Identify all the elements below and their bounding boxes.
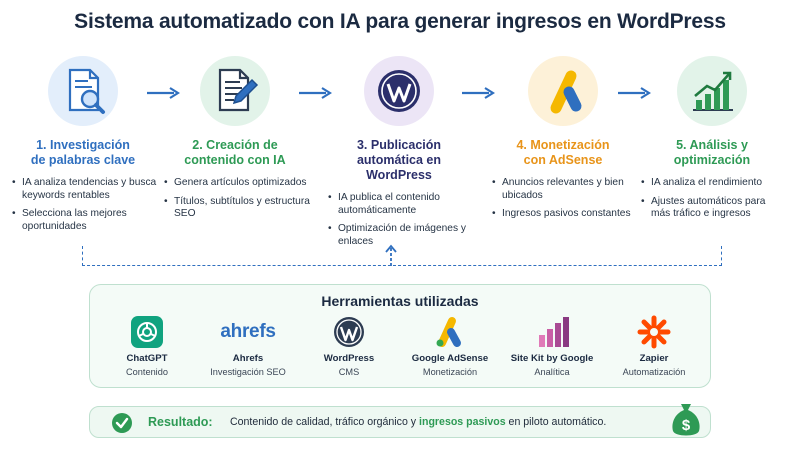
- growth-chart-icon: [693, 71, 733, 111]
- tools-panel: Herramientas utilizadas ChatGPT Contenid…: [89, 284, 711, 388]
- wordpress-icon: [378, 70, 420, 112]
- step-bullets: IA publica el contenido automáticamente …: [324, 192, 474, 248]
- step-bullets: IA analiza tendencias y busca keywords r…: [8, 177, 158, 233]
- step-wordpress-publishing: 3. Publicación automática en WordPress I…: [324, 56, 474, 254]
- result-text: Contenido de calidad, tráfico orgánico y…: [230, 416, 607, 428]
- step-analysis-optimization: 5. Análisis y optimización IA analiza el…: [637, 56, 787, 227]
- list-item: Genera artículos optimizados: [164, 177, 310, 190]
- tool-name: Site Kit by Google: [510, 353, 594, 364]
- ahrefs-logo: ahrefs: [220, 321, 276, 342]
- zapier-icon: [637, 315, 671, 349]
- step-circle: [677, 56, 747, 126]
- chatgpt-icon: [131, 316, 163, 348]
- tools-title: Herramientas utilizadas: [321, 293, 479, 309]
- step-title: 1. Investigación de palabras clave: [30, 138, 136, 167]
- svg-text:$: $: [682, 417, 691, 434]
- arrow-up-icon: [385, 244, 397, 266]
- feedback-loop-line: [82, 246, 722, 266]
- result-label: Resultado:: [148, 415, 213, 429]
- tool-desc: Monetización: [422, 367, 478, 377]
- step-circle: [364, 56, 434, 126]
- tool-name: ChatGPT: [126, 353, 168, 364]
- adsense-icon: [436, 317, 461, 347]
- tool-chatgpt: ChatGPT Contenido: [95, 315, 199, 377]
- tool-name: Zapier: [639, 353, 669, 364]
- step-bullets: Anuncios relevantes y bien ubicados Ingr…: [488, 177, 638, 221]
- money-bag-icon: $: [672, 404, 700, 436]
- step-title: 2. Creación de contenido con IA: [184, 138, 286, 167]
- adsense-icon: [550, 70, 582, 114]
- search-document-icon: [68, 68, 105, 114]
- tool-desc: Investigación SEO: [210, 367, 286, 377]
- step-adsense-monetization: 4. Monetización con AdSense Anuncios rel…: [488, 56, 638, 227]
- wordpress-icon: [334, 317, 364, 347]
- tool-ahrefs: ahrefs Ahrefs Investigación SEO: [196, 315, 300, 377]
- list-item: Selecciona las mejores oportunidades: [12, 208, 158, 233]
- step-bullets: IA analiza el rendimiento Ajustes automá…: [637, 177, 787, 221]
- tool-desc: CMS: [338, 367, 360, 377]
- tool-google-adsense: Google AdSense Monetización: [398, 315, 502, 377]
- tool-zapier: Zapier Automatización: [602, 315, 706, 377]
- step-circle: [48, 56, 118, 126]
- result-highlight: ingresos pasivos: [419, 416, 506, 428]
- list-item: IA analiza tendencias y busca keywords r…: [12, 177, 158, 202]
- document-pen-icon: [218, 68, 259, 112]
- arrow-right-icon: [618, 87, 651, 99]
- arrow-right-icon: [147, 87, 180, 99]
- list-item: Ingresos pasivos constantes: [492, 208, 638, 221]
- page-title: Sistema automatizado con IA para generar…: [74, 10, 726, 33]
- tool-name: Ahrefs: [232, 353, 264, 364]
- step-circle: [528, 56, 598, 126]
- list-item: Optimización de imágenes y enlaces: [328, 223, 474, 248]
- step-title: 4. Monetización con AdSense: [516, 138, 610, 167]
- step-title: 3. Publicación automática en WordPress: [356, 138, 442, 182]
- list-item: Ajustes automáticos para más tráfico e i…: [641, 196, 787, 221]
- list-item: Títulos, subtítulos y estructura SEO: [164, 196, 310, 221]
- tool-name: WordPress: [323, 353, 375, 364]
- list-item: IA publica el contenido automáticamente: [328, 192, 474, 217]
- tool-name: Google AdSense: [411, 353, 489, 364]
- arrow-right-icon: [462, 87, 495, 99]
- list-item: Anuncios relevantes y bien ubicados: [492, 177, 638, 202]
- tool-desc: Analítica: [534, 367, 570, 377]
- check-circle-icon: [112, 413, 132, 433]
- arrow-right-icon: [299, 87, 332, 99]
- step-title: 5. Análisis y optimización: [673, 138, 751, 167]
- list-item: IA analiza el rendimiento: [641, 177, 787, 190]
- step-circle: [200, 56, 270, 126]
- step-bullets: Genera artículos optimizados Títulos, su…: [160, 177, 310, 221]
- tool-site-kit: Site Kit by Google Analítica: [500, 315, 604, 377]
- tool-desc: Contenido: [126, 367, 168, 377]
- tool-desc: Automatización: [622, 367, 686, 377]
- bar-chart-icon: [539, 317, 569, 347]
- step-content-creation: 2. Creación de contenido con IA Genera a…: [160, 56, 310, 227]
- tool-wordpress: WordPress CMS: [297, 315, 401, 377]
- step-keyword-research: 1. Investigación de palabras clave IA an…: [8, 56, 158, 239]
- result-banner: Resultado: Contenido de calidad, tráfico…: [89, 406, 711, 438]
